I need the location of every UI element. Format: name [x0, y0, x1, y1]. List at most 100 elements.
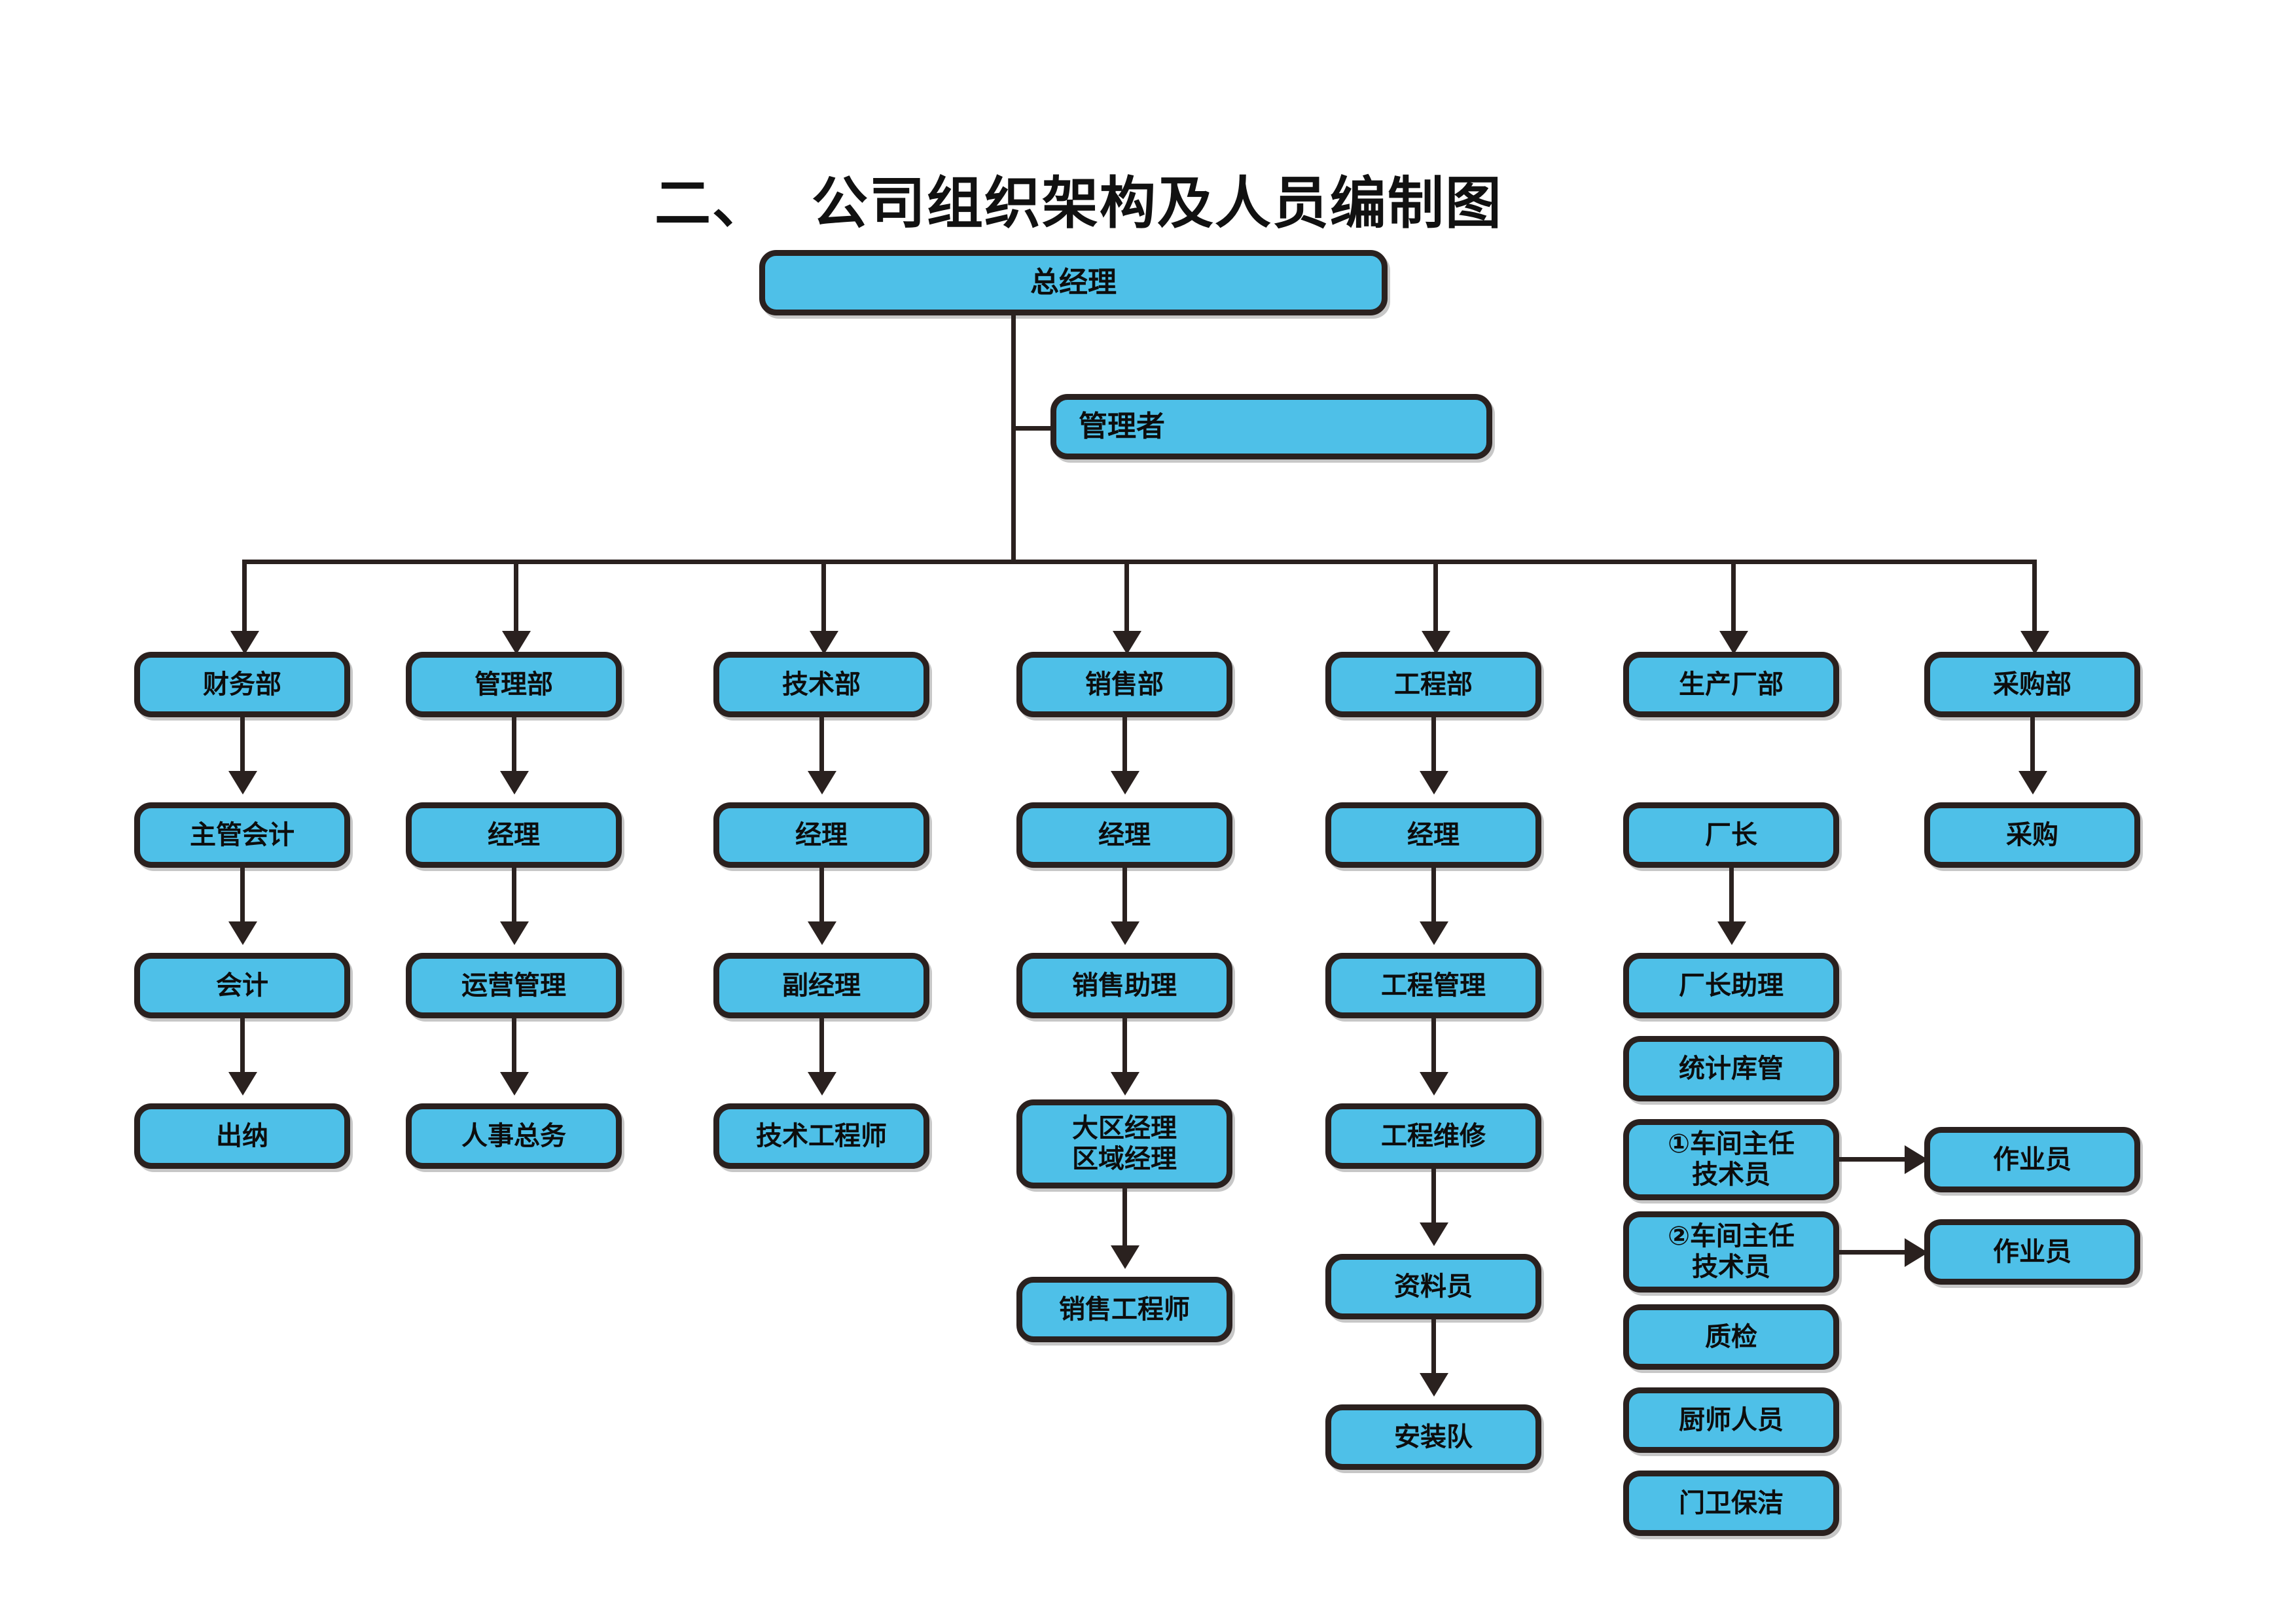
- arrow-down-icon: [228, 921, 257, 945]
- node-dept-admin[interactable]: 管理部: [406, 652, 622, 717]
- node-fin-accountant[interactable]: 会计: [134, 953, 350, 1018]
- node-pro-security-cleaning[interactable]: 门卫保洁: [1623, 1471, 1839, 1536]
- node-eng-project-management[interactable]: 工程管理: [1325, 953, 1541, 1018]
- node-label: 技术工程师: [756, 1120, 887, 1151]
- node-dept-production[interactable]: 生产厂部: [1623, 652, 1839, 717]
- arrow-down-icon: [808, 1072, 836, 1096]
- node-label-line-2: 区域经理: [1072, 1144, 1177, 1174]
- node-eng-maintenance[interactable]: 工程维修: [1325, 1103, 1541, 1169]
- arrow-down-icon: [1420, 1072, 1448, 1096]
- connector-drop-sales: [1124, 560, 1129, 641]
- node-dept-sales[interactable]: 销售部: [1016, 652, 1232, 717]
- node-label: 销售部: [1085, 669, 1164, 700]
- node-sal-manager[interactable]: 经理: [1016, 802, 1232, 868]
- node-label: 工程管理: [1381, 970, 1486, 1001]
- node-label: 运营管理: [461, 970, 566, 1001]
- connector-tec-3: [819, 1018, 824, 1084]
- node-fin-chief-accountant[interactable]: 主管会计: [134, 802, 350, 868]
- connector-adm-2: [512, 868, 516, 933]
- node-manager[interactable]: 管理者: [1050, 394, 1492, 459]
- connector-gm-trunk: [1011, 315, 1016, 562]
- connector-drop-tech: [821, 560, 826, 641]
- node-pro-plant-assistant[interactable]: 厂长助理: [1623, 953, 1839, 1018]
- connector-drop-admin: [514, 560, 518, 641]
- arrow-down-admin-icon: [502, 631, 531, 654]
- node-pro-statistics-warehouse[interactable]: 统计库管: [1623, 1036, 1839, 1101]
- node-label: 生产厂部: [1679, 669, 1784, 700]
- node-label: 主管会计: [190, 819, 295, 850]
- node-tec-manager[interactable]: 经理: [713, 802, 929, 868]
- node-label: 作业员: [1993, 1236, 2072, 1267]
- node-label: 采购: [2006, 819, 2058, 850]
- arrow-down-icon: [500, 771, 529, 794]
- node-adm-hr-general-affairs[interactable]: 人事总务: [406, 1103, 622, 1169]
- node-fin-cashier[interactable]: 出纳: [134, 1103, 350, 1169]
- node-sal-assistant[interactable]: 销售助理: [1016, 953, 1232, 1018]
- node-label-line-1: 大区经理: [1072, 1113, 1177, 1143]
- connector-adm-1: [512, 717, 516, 783]
- page-title-text: 二、 公司组织架构及人员编制图: [654, 171, 1503, 236]
- connector-eng-5: [1431, 1319, 1436, 1385]
- node-adm-operations[interactable]: 运营管理: [406, 953, 622, 1018]
- node-pro-quality-inspection[interactable]: 质检: [1623, 1304, 1839, 1370]
- node-pro-workshop-director-2[interactable]: ②车间主任 技术员: [1623, 1211, 1839, 1293]
- connector-drop-prod: [1731, 560, 1736, 641]
- node-label-line-1: ①车间主任: [1668, 1128, 1795, 1159]
- arrow-down-icon: [1420, 1373, 1448, 1397]
- node-tec-deputy-manager[interactable]: 副经理: [713, 953, 929, 1018]
- node-sal-regional-manager[interactable]: 大区经理 区域经理: [1016, 1099, 1232, 1188]
- node-sal-sales-engineer[interactable]: 销售工程师: [1016, 1277, 1232, 1342]
- node-pro-plant-director[interactable]: 厂长: [1623, 802, 1839, 868]
- node-worker-1[interactable]: 作业员: [1924, 1127, 2140, 1192]
- arrow-down-prod-icon: [1719, 631, 1748, 654]
- node-label: 工程维修: [1381, 1120, 1486, 1151]
- arrow-down-icon: [1717, 921, 1746, 945]
- node-label: 统计库管: [1679, 1053, 1784, 1084]
- node-eng-document-clerk[interactable]: 资料员: [1325, 1254, 1541, 1319]
- node-label: 会计: [216, 970, 268, 1001]
- node-label: 厂长助理: [1679, 970, 1784, 1001]
- arrow-down-icon: [808, 921, 836, 945]
- connector-fin-2: [240, 868, 245, 933]
- node-pro-workshop-director-1[interactable]: ①车间主任 技术员: [1623, 1119, 1839, 1200]
- arrow-down-icon: [2018, 771, 2047, 794]
- node-label: 技术部: [782, 669, 861, 700]
- node-worker-2[interactable]: 作业员: [1924, 1219, 2140, 1285]
- connector-adm-3: [512, 1018, 516, 1084]
- node-label-line-2: 技术员: [1692, 1160, 1770, 1190]
- arrow-down-icon: [808, 771, 836, 794]
- node-dept-engineering[interactable]: 工程部: [1325, 652, 1541, 717]
- node-tec-engineer[interactable]: 技术工程师: [713, 1103, 929, 1169]
- node-label: 门卫保洁: [1679, 1488, 1784, 1518]
- node-dept-purchasing[interactable]: 采购部: [1924, 652, 2140, 717]
- node-adm-manager[interactable]: 经理: [406, 802, 622, 868]
- arrow-down-icon: [228, 1072, 257, 1096]
- node-general-manager[interactable]: 总经理: [759, 250, 1388, 315]
- node-label-line-2: 技术员: [1692, 1252, 1770, 1282]
- arrow-down-icon: [1111, 1245, 1139, 1269]
- connector-sal-3: [1122, 1018, 1127, 1084]
- node-label: 厂长: [1705, 819, 1757, 850]
- node-dept-tech[interactable]: 技术部: [713, 652, 929, 717]
- connector-fin-1: [240, 717, 245, 783]
- node-eng-installation-team[interactable]: 安装队: [1325, 1404, 1541, 1470]
- arrow-down-eng-icon: [1422, 631, 1450, 654]
- node-label: 工程部: [1394, 669, 1473, 700]
- connector-tec-2: [819, 868, 824, 933]
- node-label: 出纳: [216, 1120, 268, 1151]
- connector-distribution-bar: [242, 560, 2036, 564]
- connector-drop-eng: [1433, 560, 1438, 641]
- node-pur-purchasing[interactable]: 采购: [1924, 802, 2140, 868]
- node-label: 人事总务: [461, 1120, 566, 1151]
- arrow-down-icon: [1420, 771, 1448, 794]
- connector-workshop1-to-worker1: [1839, 1157, 1911, 1162]
- node-label: 管理者: [1079, 410, 1165, 444]
- node-pro-kitchen-staff[interactable]: 厨师人员: [1623, 1387, 1839, 1453]
- node-eng-manager[interactable]: 经理: [1325, 802, 1541, 868]
- node-label: 销售工程师: [1059, 1294, 1190, 1325]
- node-label-line-1: ②车间主任: [1668, 1221, 1795, 1251]
- arrow-down-sales-icon: [1113, 631, 1141, 654]
- node-dept-finance[interactable]: 财务部: [134, 652, 350, 717]
- page-title: 二、 公司组织架构及人员编制图: [0, 92, 2296, 304]
- connector-eng-3: [1431, 1018, 1436, 1084]
